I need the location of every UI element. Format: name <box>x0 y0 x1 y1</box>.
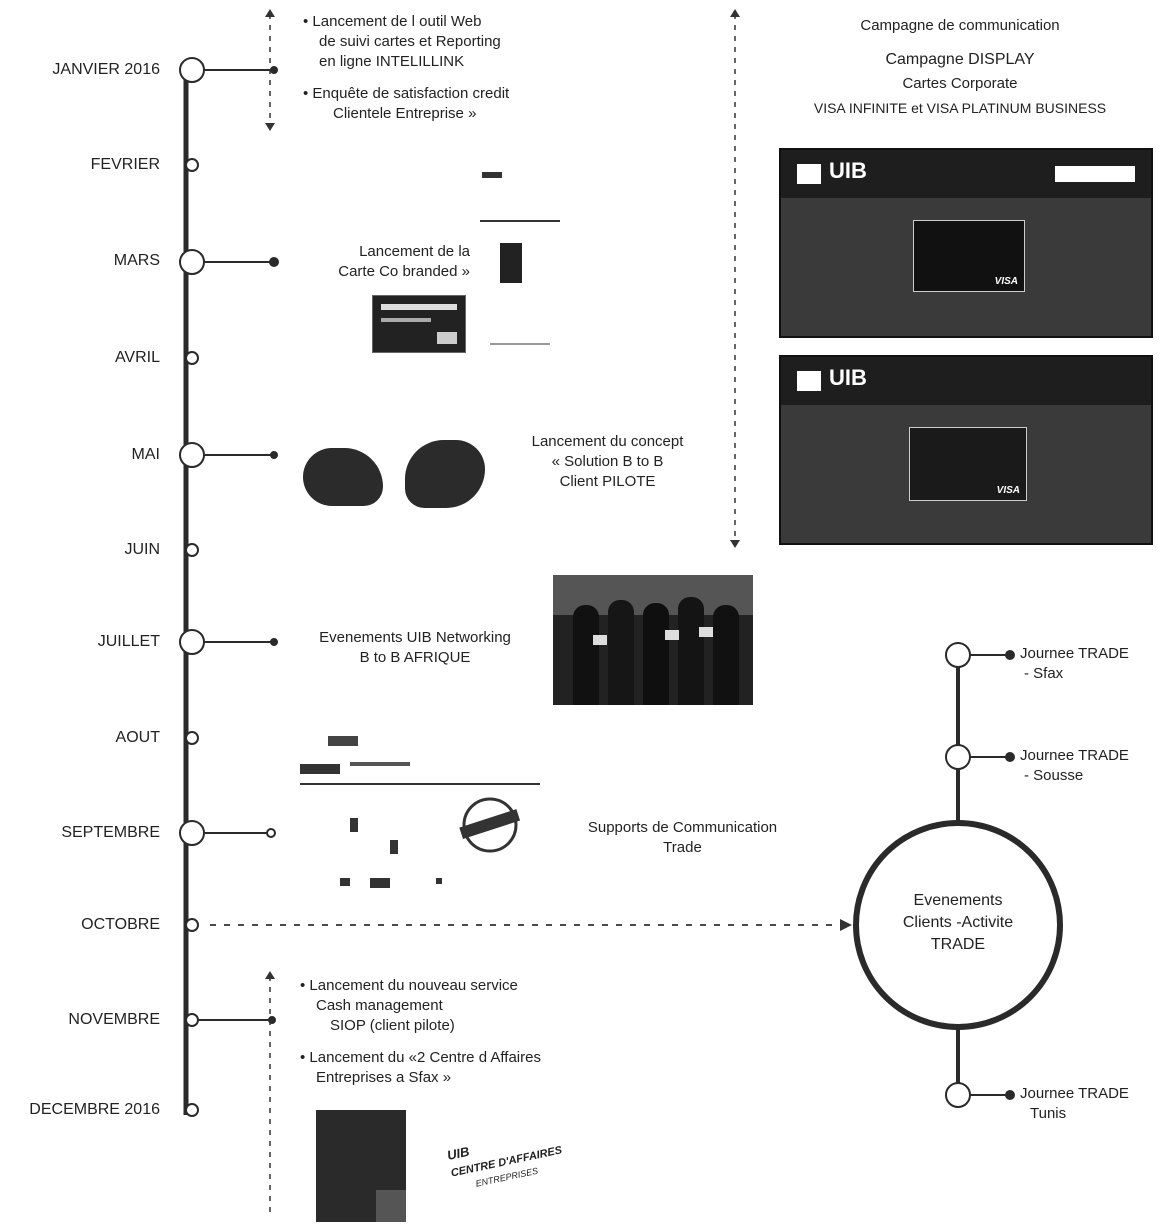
node-avril <box>185 351 199 365</box>
mai-line1: Lancement du concept <box>531 433 684 450</box>
juillet-line2: B to B AFRIQUE <box>359 649 471 666</box>
month-label-aout: AOUT <box>115 729 160 746</box>
trade-event-sfax: Journee TRADE - Sfax <box>1020 644 1129 684</box>
trade-event-sousse: Journee TRADE - Sousse <box>1020 746 1129 786</box>
trade-connectors <box>970 650 1015 1100</box>
node-novembre <box>185 1013 199 1027</box>
janvier-bullet1-line1: • Lancement de l outil Web <box>303 13 482 30</box>
month-label-avril: AVRIL <box>114 349 160 366</box>
trade-event-sfax-line2: - Sfax <box>1024 665 1064 682</box>
trade-event-sousse-line1: Journee TRADE <box>1020 747 1129 764</box>
centre-affaires-photo <box>316 1110 406 1222</box>
month-label-janvier: JANVIER 2016 <box>52 61 160 78</box>
node-juin <box>185 543 199 557</box>
novembre-bullet1-line3: SIOP (client pilote) <box>330 1017 455 1034</box>
trade-circle-line3: TRADE <box>930 936 986 953</box>
bracket-arrows <box>265 9 740 979</box>
node-decembre <box>185 1103 199 1117</box>
ad1-logo: UIB <box>829 158 867 183</box>
mai-product-image-2 <box>405 440 485 508</box>
octobre-arrowhead <box>840 919 852 931</box>
uib-logo-icon <box>797 164 821 184</box>
janvier-events: • Lancement de l outil Web de suivi cart… <box>303 12 509 124</box>
trade-event-sfax-line1: Journee TRADE <box>1020 645 1129 662</box>
node-janvier <box>179 57 205 83</box>
month-label-decembre: DECEMBRE 2016 <box>29 1101 160 1118</box>
mai-line3: Client PILOTE <box>559 473 656 490</box>
mars-line2: Carte Co branded » <box>338 263 470 280</box>
janvier-bullet2-line1: • Enquête de satisfaction credit <box>303 85 510 102</box>
trade-event-tunis: Journee TRADE Tunis <box>1020 1084 1129 1124</box>
mai-product-image-1 <box>303 448 383 506</box>
brochure-logo: UIB <box>445 1143 471 1163</box>
campaign-line1: Campagne de communication <box>860 17 1060 34</box>
mars-line1: Lancement de la <box>359 243 470 260</box>
event-connectors <box>198 66 279 1024</box>
node-fevrier <box>185 158 199 172</box>
juillet-line1: Evenements UIB Networking <box>319 629 511 646</box>
display-ad-platinum: UIB VISA <box>779 355 1153 545</box>
stamp-graphic <box>459 797 521 853</box>
novembre-bullet2-line2: Entreprises a Sfax » <box>316 1069 452 1086</box>
month-label-octobre: OCTOBRE <box>81 916 160 933</box>
node-septembre <box>179 820 205 846</box>
janvier-bullet1-line3: en ligne INTELILLINK <box>319 53 465 70</box>
month-label-mai: MAI <box>131 446 160 463</box>
month-label-juillet: JUILLET <box>97 633 160 650</box>
month-label-fevrier: FEVRIER <box>90 156 160 173</box>
mars-flyer-image <box>480 168 560 353</box>
novembre-events: • Lancement du nouveau service Cash mana… <box>300 976 541 1088</box>
mars-card-image <box>372 295 466 353</box>
ad2-card: VISA <box>909 427 1027 501</box>
janvier-bullet1-line2: de suivi cartes et Reporting <box>319 33 501 50</box>
mars-event: Lancement de la Carte Co branded » <box>300 242 470 282</box>
septembre-line2: Trade <box>663 839 702 856</box>
display-ad-infinite: UIB VISA <box>779 148 1153 338</box>
trade-support-brochure <box>300 728 540 898</box>
trade-circle <box>853 820 1063 1030</box>
month-label-septembre: SEPTEMBRE <box>61 824 160 841</box>
campaign-line4: VISA INFINITE et VISA PLATINUM BUSINESS <box>813 100 1107 116</box>
campaign-header: Campagne de communication Campagne DISPL… <box>760 16 1160 118</box>
trade-event-sousse-line2: - Sousse <box>1024 767 1084 784</box>
node-mars <box>179 249 205 275</box>
novembre-bullet2-line1: • Lancement du «2 Centre d Affaires <box>300 1049 541 1066</box>
month-label-mars: MARS <box>113 252 160 269</box>
networking-event-photo <box>553 575 753 705</box>
trade-circle-label: Evenements Clients -Activite TRADE <box>868 890 1048 956</box>
campaign-line2: Campagne DISPLAY <box>885 51 1035 68</box>
uib-logo-icon-2 <box>797 371 821 391</box>
month-label-novembre: NOVEMBRE <box>68 1011 160 1028</box>
ad1-card-brand: VISA <box>994 276 1018 287</box>
mai-event: Lancement du concept « Solution B to B C… <box>500 432 715 492</box>
node-mai <box>179 442 205 468</box>
month-label-juin: JUIN <box>124 541 160 558</box>
ad2-card-brand: VISA <box>996 485 1020 496</box>
ad1-card: VISA <box>913 220 1025 292</box>
month-nodes <box>179 57 205 1117</box>
septembre-line1: Supports de Communication <box>587 819 778 836</box>
node-juillet <box>179 629 205 655</box>
novembre-bullet1-line2: Cash management <box>316 997 443 1014</box>
mai-line2: « Solution B to B <box>551 453 664 470</box>
trade-event-tunis-line2: Tunis <box>1030 1105 1067 1122</box>
trade-event-tunis-line1: Journee TRADE <box>1020 1085 1129 1102</box>
node-octobre <box>185 918 199 932</box>
novembre-bullet1-line1: • Lancement du nouveau service <box>300 977 518 994</box>
node-aout <box>185 731 199 745</box>
janvier-bullet2-line2: Clientele Entreprise » <box>333 105 477 122</box>
dashed-brackets <box>269 14 736 1218</box>
septembre-event: Supports de Communication Trade <box>555 818 810 858</box>
campaign-line3: Cartes Corporate <box>902 75 1018 92</box>
trade-nodes <box>945 642 971 1108</box>
trade-circle-line2: Clients -Activite <box>902 914 1014 931</box>
trade-circle-line1: Evenements <box>913 892 1003 909</box>
ad2-logo: UIB <box>829 365 867 390</box>
juillet-event: Evenements UIB Networking B to B AFRIQUE <box>285 628 545 668</box>
